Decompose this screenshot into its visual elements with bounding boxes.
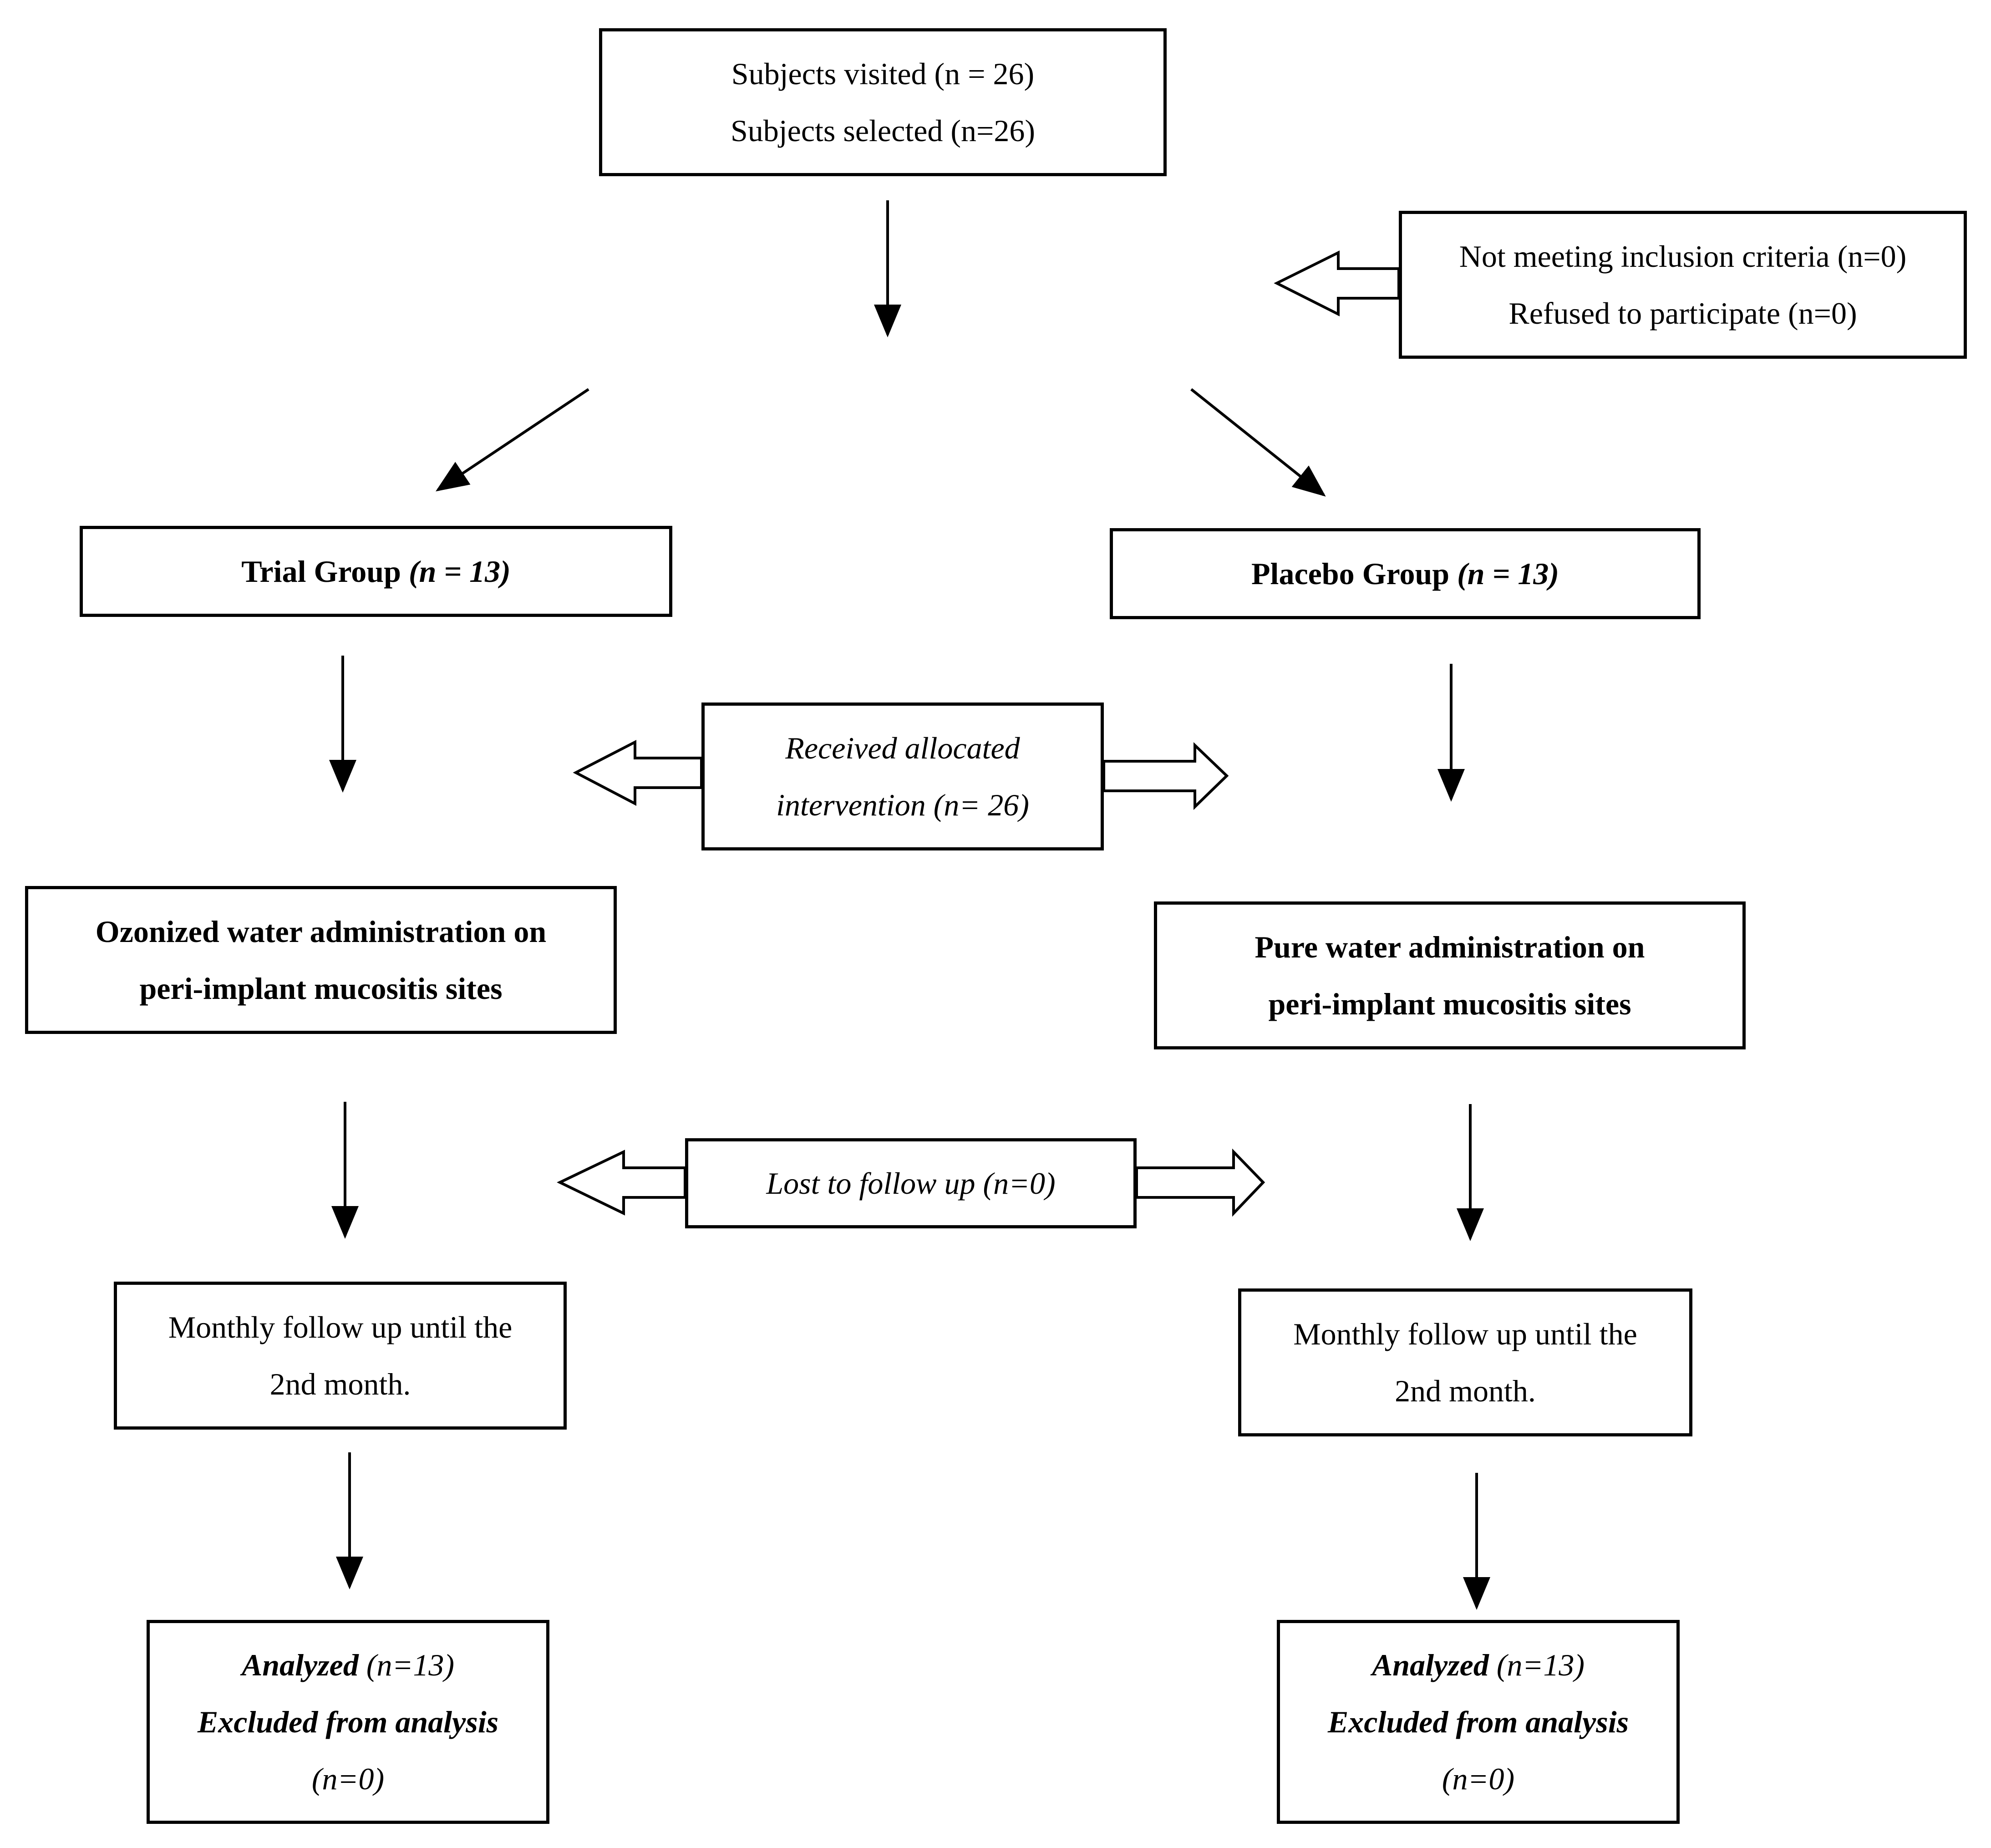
- placebo-group-box: Placebo Group (n = 13): [1110, 528, 1701, 619]
- hollow-arrow-exclusion-left: [1274, 250, 1400, 316]
- placebo-analyzed-line: Analyzed (n=13): [1372, 1637, 1585, 1694]
- lost-followup-box: Lost to follow up (n=0): [685, 1138, 1137, 1228]
- placebo-group-name: Placebo Group: [1251, 556, 1458, 591]
- allocation-line-1: Received allocated: [785, 730, 1020, 765]
- placebo-intervention-box: Pure water administration on peri-implan…: [1154, 901, 1746, 1049]
- trial-followup-line-1: Monthly follow up until the: [168, 1309, 513, 1344]
- trial-group-label: Trial Group (n = 13): [241, 543, 511, 600]
- trial-group-name: Trial Group: [241, 554, 409, 589]
- subjects-selected-text: Subjects selected (n=26): [730, 113, 1036, 148]
- placebo-excluded-count: (n=0): [1442, 1761, 1515, 1796]
- trial-analyzed-label: Analyzed: [241, 1647, 366, 1682]
- placebo-intervention-line-1: Pure water administration on: [1255, 929, 1645, 964]
- trial-group-count: (n = 13): [408, 554, 511, 589]
- not-meeting-criteria-text: Not meeting inclusion criteria (n=0): [1459, 239, 1907, 274]
- placebo-followup-box: Monthly follow up until the 2nd month.: [1238, 1288, 1692, 1436]
- trial-excluded-label: Excluded from analysis: [197, 1704, 499, 1739]
- placebo-group-count: (n = 13): [1457, 556, 1559, 591]
- placebo-intervention-line-2: peri-implant mucositis sites: [1268, 986, 1631, 1021]
- trial-intervention-line-1: Ozonized water administration on: [95, 914, 547, 949]
- screening-box: Subjects visited (n = 26) Subjects selec…: [599, 28, 1167, 176]
- hollow-arrow-lost-right: [1135, 1148, 1265, 1217]
- arrow-to-trial-group: [436, 388, 589, 492]
- placebo-group-label: Placebo Group (n = 13): [1251, 545, 1559, 602]
- trial-intervention-line-2: peri-implant mucositis sites: [139, 971, 503, 1006]
- trial-followup-box: Monthly follow up until the 2nd month.: [114, 1282, 567, 1430]
- lost-followup-text: Lost to follow up (n=0): [766, 1166, 1056, 1201]
- hollow-arrow-allocation-left: [573, 740, 703, 806]
- trial-analyzed-line: Analyzed (n=13): [242, 1637, 454, 1694]
- placebo-analyzed-count: (n=13): [1496, 1647, 1585, 1682]
- trial-analysis-box: Analyzed (n=13) Excluded from analysis (…: [147, 1620, 549, 1824]
- placebo-excluded-label: Excluded from analysis: [1327, 1704, 1629, 1739]
- exclusion-box: Not meeting inclusion criteria (n=0) Ref…: [1399, 211, 1967, 359]
- placebo-followup-line-1: Monthly follow up until the: [1293, 1316, 1637, 1351]
- trial-group-box: Trial Group (n = 13): [80, 526, 672, 617]
- allocation-box: Received allocated intervention (n= 26): [701, 703, 1104, 850]
- subjects-visited-text: Subjects visited (n = 26): [731, 56, 1035, 91]
- trial-intervention-box: Ozonized water administration on peri-im…: [25, 886, 617, 1034]
- allocation-line-2: intervention (n= 26): [776, 787, 1029, 822]
- hollow-arrow-allocation-right: [1102, 742, 1229, 810]
- hollow-arrow-lost-left: [557, 1150, 686, 1216]
- refused-participation-text: Refused to participate (n=0): [1508, 295, 1857, 331]
- arrow-to-placebo-group: [1190, 388, 1326, 497]
- placebo-analyzed-label: Analyzed: [1371, 1647, 1497, 1682]
- trial-followup-line-2: 2nd month.: [269, 1366, 411, 1401]
- trial-analyzed-count: (n=13): [366, 1647, 455, 1682]
- trial-excluded-count: (n=0): [311, 1761, 385, 1796]
- placebo-analysis-box: Analyzed (n=13) Excluded from analysis (…: [1277, 1620, 1680, 1824]
- placebo-followup-line-2: 2nd month.: [1395, 1373, 1536, 1408]
